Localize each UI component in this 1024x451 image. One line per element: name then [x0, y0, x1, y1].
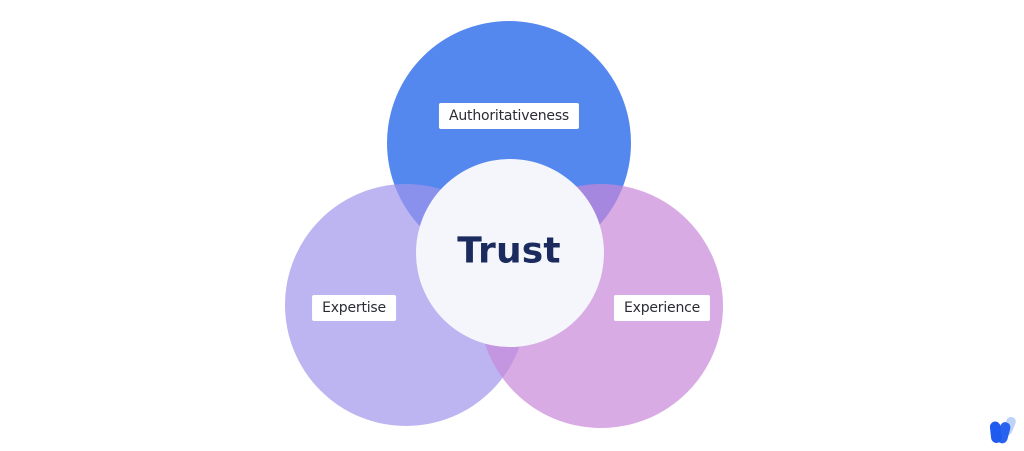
- w-mark-right-stroke: [997, 422, 1011, 444]
- trust-label: Trust: [457, 230, 561, 272]
- trust-circle: [416, 159, 604, 347]
- w-mark-logo-icon: [989, 416, 1016, 444]
- label-authoritativeness: Authoritativeness: [438, 102, 580, 130]
- label-expertise: Expertise: [312, 294, 396, 322]
- label-experience: Experience: [613, 294, 711, 322]
